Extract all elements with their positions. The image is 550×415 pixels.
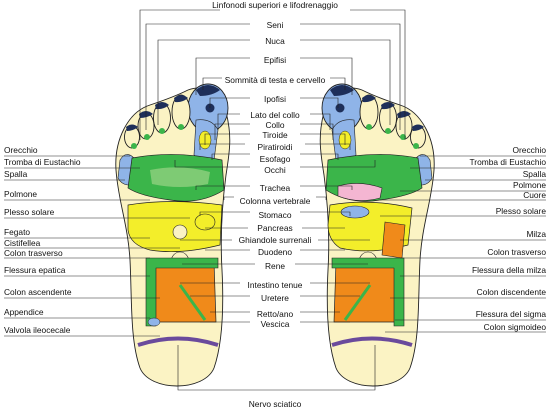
right-label-spalla: Spalla [523,169,547,179]
left-label-spalla: Spalla [4,169,28,179]
label-esofago: Esofago [260,154,291,164]
label-ghiandole: Ghiandole surrenali [239,235,312,245]
label-nervo-sciatico: Nervo sciatico [249,399,302,409]
label-tiroide: Tiroide [262,130,288,140]
left-label-colon-trasverso: Colon trasverso [4,248,63,258]
right-label-tromba: Tromba di Eustachio [470,157,547,167]
right-label-orecchio: Orecchio [512,145,546,155]
label-linfonodi: Linfonodi superiori e lifodrenaggio [212,0,338,10]
label-duodeno: Duodeno [258,247,292,257]
right-labels: Orecchio Tromba di Eustachio Spalla Polm… [470,145,547,332]
label-sommita: Sommità di testa e cervello [225,75,326,85]
right-label-flessura-milza: Flessura della milza [472,265,546,275]
right-label-colon-discendente: Colon discendente [477,287,547,297]
label-intestino: Intestino tenue [248,280,303,290]
left-labels: Orecchio Tromba di Eustachio Spalla Polm… [4,145,81,335]
label-retto: Retto/ano [257,309,294,319]
right-label-flessura-sigma: Flessura del sigma [476,309,547,319]
left-label-cistifellea: Cistifellea [4,238,41,248]
left-label-flessura-epatica: Flessura epatica [4,265,66,275]
label-rene: Rene [265,261,285,271]
right-label-milza: Milza [526,229,546,239]
label-ipofisi: Ipofisi [264,94,286,104]
center-labels: Linfonodi superiori e lifodrenaggio Seni… [212,0,350,410]
left-label-tromba: Tromba di Eustachio [4,157,81,167]
left-label-polmone: Polmone [4,189,37,199]
left-label-fegato: Fegato [4,227,30,237]
right-label-cuore: Cuore [523,190,546,200]
label-piratiroidi: Piratiroidi [258,142,293,152]
left-sciatic-nerve [137,336,219,347]
right-label-polmone: Polmone [513,180,546,190]
label-epifisi: Epifisi [264,55,286,65]
left-leader-lines [4,155,190,337]
label-lato-collo: Lato del collo [250,110,300,120]
label-stomaco: Stomaco [258,210,291,220]
right-sciatic-nerve [331,336,413,347]
left-label-valvola: Valvola ileocecale [4,325,71,335]
label-trachea: Trachea [260,183,291,193]
right-foot [319,83,435,387]
left-label-plesso: Plesso solare [4,207,55,217]
left-label-orecchio: Orecchio [4,145,38,155]
right-label-plesso: Plesso solare [496,206,547,216]
label-vescica: Vescica [261,319,290,329]
right-leader-lines [380,155,546,333]
label-seni: Seni [267,20,284,30]
left-foot [115,83,231,387]
label-collo: Collo [265,120,284,130]
label-occhi: Occhi [264,165,286,175]
label-nuca: Nuca [265,36,285,46]
label-uretere: Uretere [261,293,289,303]
left-label-colon-ascendente: Colon ascendente [4,287,72,297]
label-colonna: Colonna vertebrale [240,196,311,206]
right-label-colon-trasverso: Colon trasverso [487,247,546,257]
label-pancreas: Pancreas [257,223,292,233]
right-label-colon-sigmoideo: Colon sigmoideo [484,322,547,332]
left-label-appendice: Appendice [4,307,44,317]
